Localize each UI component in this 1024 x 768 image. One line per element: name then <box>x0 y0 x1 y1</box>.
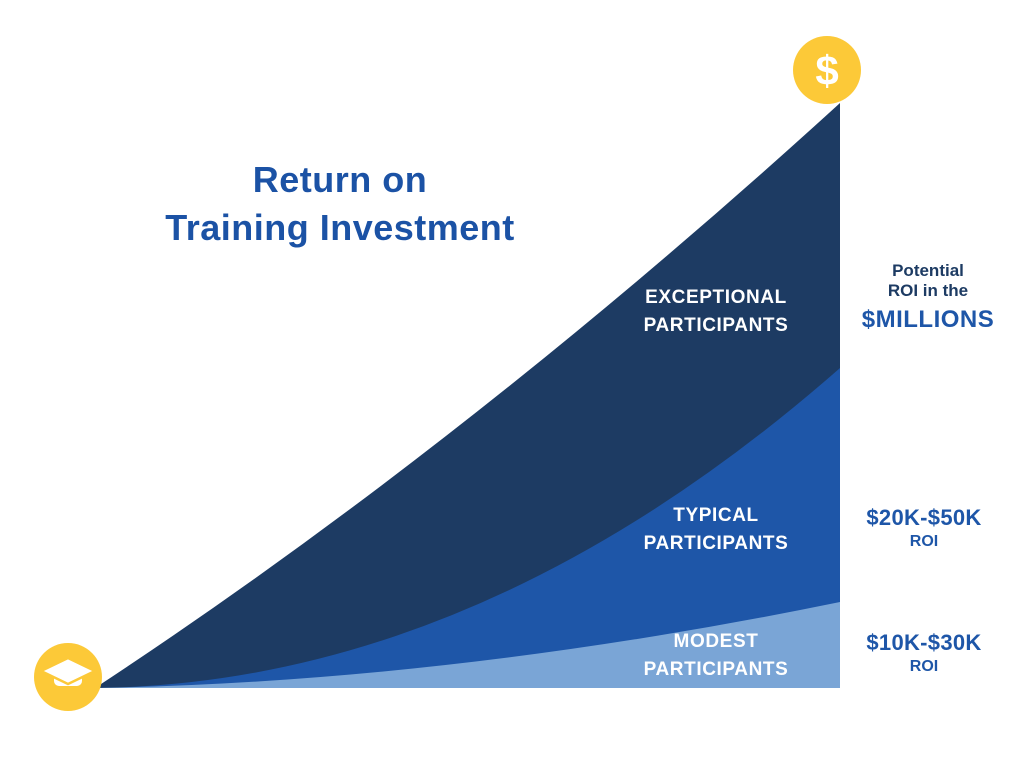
roi-typical-value: $20K-$50K <box>866 505 982 530</box>
roi-typical-unit: ROI <box>909 533 939 550</box>
roi-modest-value: $10K-$30K <box>866 630 982 655</box>
label-typical-participants: TYPICAL PARTICIPANTS <box>643 505 789 554</box>
area-typical-participants <box>95 368 840 688</box>
area-modest-participants <box>95 602 840 688</box>
label-modest-participants: MODEST PARTICIPANTS <box>643 631 789 680</box>
roi-annotation-exceptional: Potential ROI in the $MILLIONS <box>853 261 1003 334</box>
coin-circle <box>793 36 861 104</box>
chart-title-line2: Training Investment <box>165 207 515 248</box>
roi-annotation-modest: $10K-$30K ROI <box>849 630 999 678</box>
roi-modest-unit: ROI <box>909 658 939 675</box>
dollar-coin-icon: $ <box>793 36 861 104</box>
chart-title: Return on Training Investment <box>120 156 560 252</box>
roi-annotation-typical: $20K-$50K ROI <box>849 505 999 553</box>
cap-board <box>38 656 98 686</box>
graduation-cap-icon <box>34 643 102 711</box>
dollar-symbol: $ <box>815 47 838 94</box>
label-exceptional-participants: EXCEPTIONAL PARTICIPANTS <box>643 287 789 336</box>
chart-title-line1: Return on <box>252 159 428 200</box>
roi-exceptional-prefix-line2: ROI in the <box>887 281 969 300</box>
roi-exceptional-prefix-line1: Potential <box>892 261 964 280</box>
roi-exceptional-value: $MILLIONS <box>861 306 995 333</box>
